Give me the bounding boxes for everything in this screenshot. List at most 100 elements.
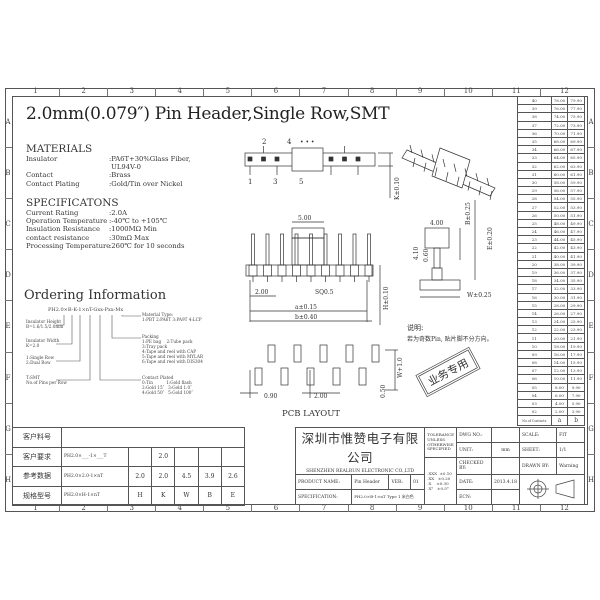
spec-cell: PH2.0×___-1×___T [61, 446, 129, 467]
ruler-col-3: 3 [108, 88, 157, 96]
ruler-divider [588, 453, 595, 455]
value-cell: 4.5 [174, 466, 199, 487]
a-cell: 18.00 [550, 341, 569, 351]
a-cell: 68.00 [550, 136, 569, 147]
pin-table-header-cell: No.of Contacts [517, 415, 552, 427]
materials-row: Contact:Brass [26, 171, 246, 179]
b-cell: 61.90 [567, 169, 585, 179]
specifications-label: Current Rating [26, 209, 79, 217]
third-angle-projection-icon [526, 478, 575, 499]
contacts-cell: 31 [517, 169, 552, 179]
ruler-divider [5, 453, 12, 455]
ruler-row-F: F [5, 373, 11, 382]
product-value: Pin Header [351, 474, 390, 490]
ecn-label: ECN: [456, 489, 493, 505]
value-cell [220, 446, 246, 467]
b-cell: 25.90 [567, 317, 585, 327]
value-cell [174, 446, 199, 467]
b-cell: 31.90 [567, 292, 585, 302]
contacts-cell: 12 [517, 325, 552, 335]
b-cell: 55.90 [567, 194, 585, 204]
contacts-cell: 28 [517, 194, 552, 204]
a-cell: 70.00 [550, 128, 569, 138]
specifications-value: :-40℃ to +105℃ [109, 217, 168, 226]
value-cell: 3.9 [197, 466, 222, 487]
contacts-cell: 08 [517, 357, 552, 368]
value-cell: 2.0 [151, 466, 176, 487]
inner-border [12, 96, 588, 505]
spec-cell: PH2.0×2.0-1×nT [61, 466, 129, 487]
pin [280, 233, 284, 266]
a-cell: 62.00 [550, 161, 569, 171]
pin [352, 233, 357, 266]
b-cell: 17.90 [567, 349, 585, 360]
contacts-cell: 21 [517, 251, 552, 261]
pin-label-4: 4 [287, 138, 292, 146]
materials-heading: MATERIALS [26, 143, 93, 155]
b-cell: 45.90 [567, 235, 585, 245]
ruler-col-12: 12 [559, 504, 569, 512]
top-view [244, 146, 393, 198]
dim-housing: 5.00 [298, 215, 312, 222]
dwg-no-label: DWG NO.: [456, 427, 493, 443]
iso-pin [453, 163, 457, 172]
b-cell: 47.90 [567, 226, 585, 237]
ruler-col-3: 3 [108, 505, 157, 512]
a-cell: 42.00 [550, 243, 569, 253]
a-cell: 4.00 [550, 398, 569, 409]
ruler-col-6: 6 [252, 88, 301, 96]
pin [309, 233, 313, 266]
b-cell: 39.90 [567, 259, 585, 269]
ordering-leader-lines [56, 315, 141, 381]
pin [367, 233, 371, 266]
ruler-divider [588, 402, 595, 404]
contacts-cell: 16 [517, 292, 552, 302]
ruler-col-4: 4 [156, 88, 205, 96]
iso-pin [434, 167, 438, 177]
value-cell: 2.0 [127, 466, 153, 487]
iso-pin [478, 186, 482, 196]
dim-b-tol: B±0.25 [465, 202, 472, 225]
ordering-note-pins: T:SMT No.of Pins per Row [26, 375, 67, 385]
contacts-cell: 17 [517, 284, 552, 294]
row-label: 参考数据 [12, 466, 62, 487]
specifications-row: Processing Temperature:260℃ for 10 secon… [26, 242, 246, 250]
ruler-divider [5, 300, 12, 302]
date-label: DATE: [456, 474, 493, 490]
b-cell: 5.90 [567, 398, 585, 409]
a-cell: 54.00 [550, 194, 569, 204]
pin-cell [350, 264, 359, 277]
a-cell: 24.00 [550, 317, 569, 327]
b-cell: 13.90 [567, 366, 585, 376]
pcb-pad [267, 344, 276, 363]
ruler-divider [5, 249, 12, 251]
scale-label: SCALE: [518, 427, 558, 443]
specifications-row: Operation Temperature:-40℃ to +105℃ [26, 217, 246, 225]
ruler-divider [5, 402, 12, 404]
title-block: 深圳市惟赞电子有限公司 SHENZHEN REALRUN ELECTRONIC … [294, 427, 586, 505]
specifications-label: contact resistance [26, 233, 90, 242]
pcb-pad [280, 367, 289, 386]
checked-value [491, 457, 520, 475]
a-cell: 38.00 [550, 259, 569, 269]
a-cell: 76.00 [550, 104, 569, 114]
ruler-col-11: 11 [493, 505, 541, 512]
materials-value: :PA6T+30%Glass Fiber, UL94V-0 [109, 155, 191, 172]
pcb-dim-0-90: 0.90 [264, 393, 278, 400]
tolerance-label: TOLERANCE UNLESS OTHERWISE SPECIFIED [424, 427, 458, 458]
